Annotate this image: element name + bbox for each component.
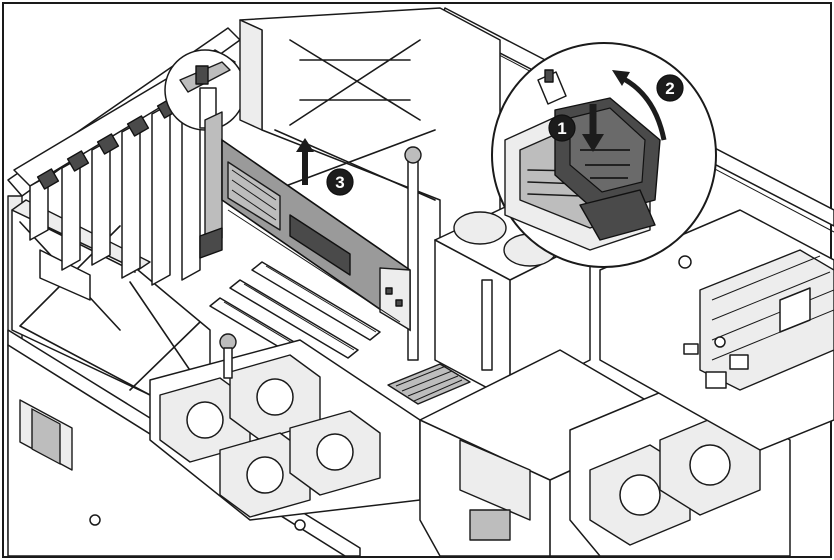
expansion-card-port	[385, 287, 393, 295]
callout-release-tab-tip	[544, 69, 554, 83]
right-psu-vents	[711, 255, 834, 361]
right-board	[599, 209, 834, 451]
step-2-badge	[656, 74, 684, 102]
push-down-arrow-head	[582, 134, 604, 152]
fan-hub	[256, 378, 294, 416]
pci-slot	[229, 279, 359, 359]
pci-clip	[96, 133, 120, 155]
pci-slot	[251, 261, 381, 341]
lift-up-arrow-head	[296, 138, 314, 152]
left-cage-bracing-2	[129, 281, 201, 391]
step-3-badge	[326, 168, 354, 196]
right-board-slot	[779, 287, 811, 333]
fan-hub	[186, 401, 224, 439]
bottom-centre-cage-panel	[459, 439, 531, 521]
expansion-card-port	[395, 299, 403, 307]
middle-housing-slot	[481, 279, 493, 371]
pci-bracket	[61, 157, 81, 271]
right-board-standoff	[678, 255, 692, 269]
pci-bracket	[121, 121, 141, 279]
screw	[89, 514, 101, 526]
card-bracket-foot	[199, 227, 223, 259]
rotate-arrow-icon	[620, 75, 667, 141]
fan-hub	[246, 456, 284, 494]
fan-set	[159, 354, 381, 518]
small-fan	[453, 211, 507, 245]
right-board-jumper	[683, 343, 699, 355]
latch-detail-tab	[195, 65, 209, 85]
expansion-card-edge	[227, 209, 401, 323]
latch-detail-callout	[164, 49, 246, 131]
step-3-label: 3	[335, 173, 344, 192]
guide-rod-knob	[404, 146, 422, 164]
expansion-card-chip-lines	[231, 169, 277, 221]
callout-latch-base	[579, 189, 656, 241]
pci-clip	[66, 150, 90, 172]
step-1-badge	[548, 114, 576, 142]
right-board-connector	[729, 354, 749, 370]
step-2-label: 2	[665, 79, 674, 98]
callout-latch-ribs	[580, 149, 630, 179]
expansion-card-connector	[379, 267, 411, 331]
pci-bracket	[151, 103, 171, 286]
expansion-card	[221, 138, 411, 332]
memory-chip-body	[387, 363, 471, 405]
right-board-connector	[705, 371, 727, 389]
right-board-standoff	[714, 336, 726, 348]
bottom-centre-cage-block	[469, 509, 511, 541]
riser-cage-bracing	[289, 39, 421, 126]
pci-clip	[126, 115, 150, 137]
memory-chip	[387, 363, 471, 405]
screw	[294, 519, 306, 531]
bottom-left-fans	[149, 333, 421, 521]
fan-hub	[316, 433, 354, 471]
pci-clip	[36, 168, 60, 190]
expansion-card-heatsink	[289, 214, 351, 276]
memory-chip-pins	[395, 365, 463, 402]
riser-cage-left-wall	[239, 19, 263, 131]
pci-bracket	[91, 139, 111, 266]
step-1-label: 1	[557, 119, 566, 138]
card-mounting-bracket	[204, 111, 223, 247]
riser-cage	[239, 7, 501, 361]
side-bracket-latch	[31, 408, 61, 465]
rotate-arrow-head	[612, 70, 630, 86]
left-cage-panel	[39, 249, 91, 301]
fan-hub	[619, 474, 661, 516]
expansion-card-chip	[227, 161, 281, 231]
fan-hub	[689, 444, 731, 486]
thumbscrew-post	[223, 347, 233, 379]
fan-latch-callout: 1 2	[491, 42, 717, 268]
step-3-indicator: 3	[296, 138, 354, 196]
